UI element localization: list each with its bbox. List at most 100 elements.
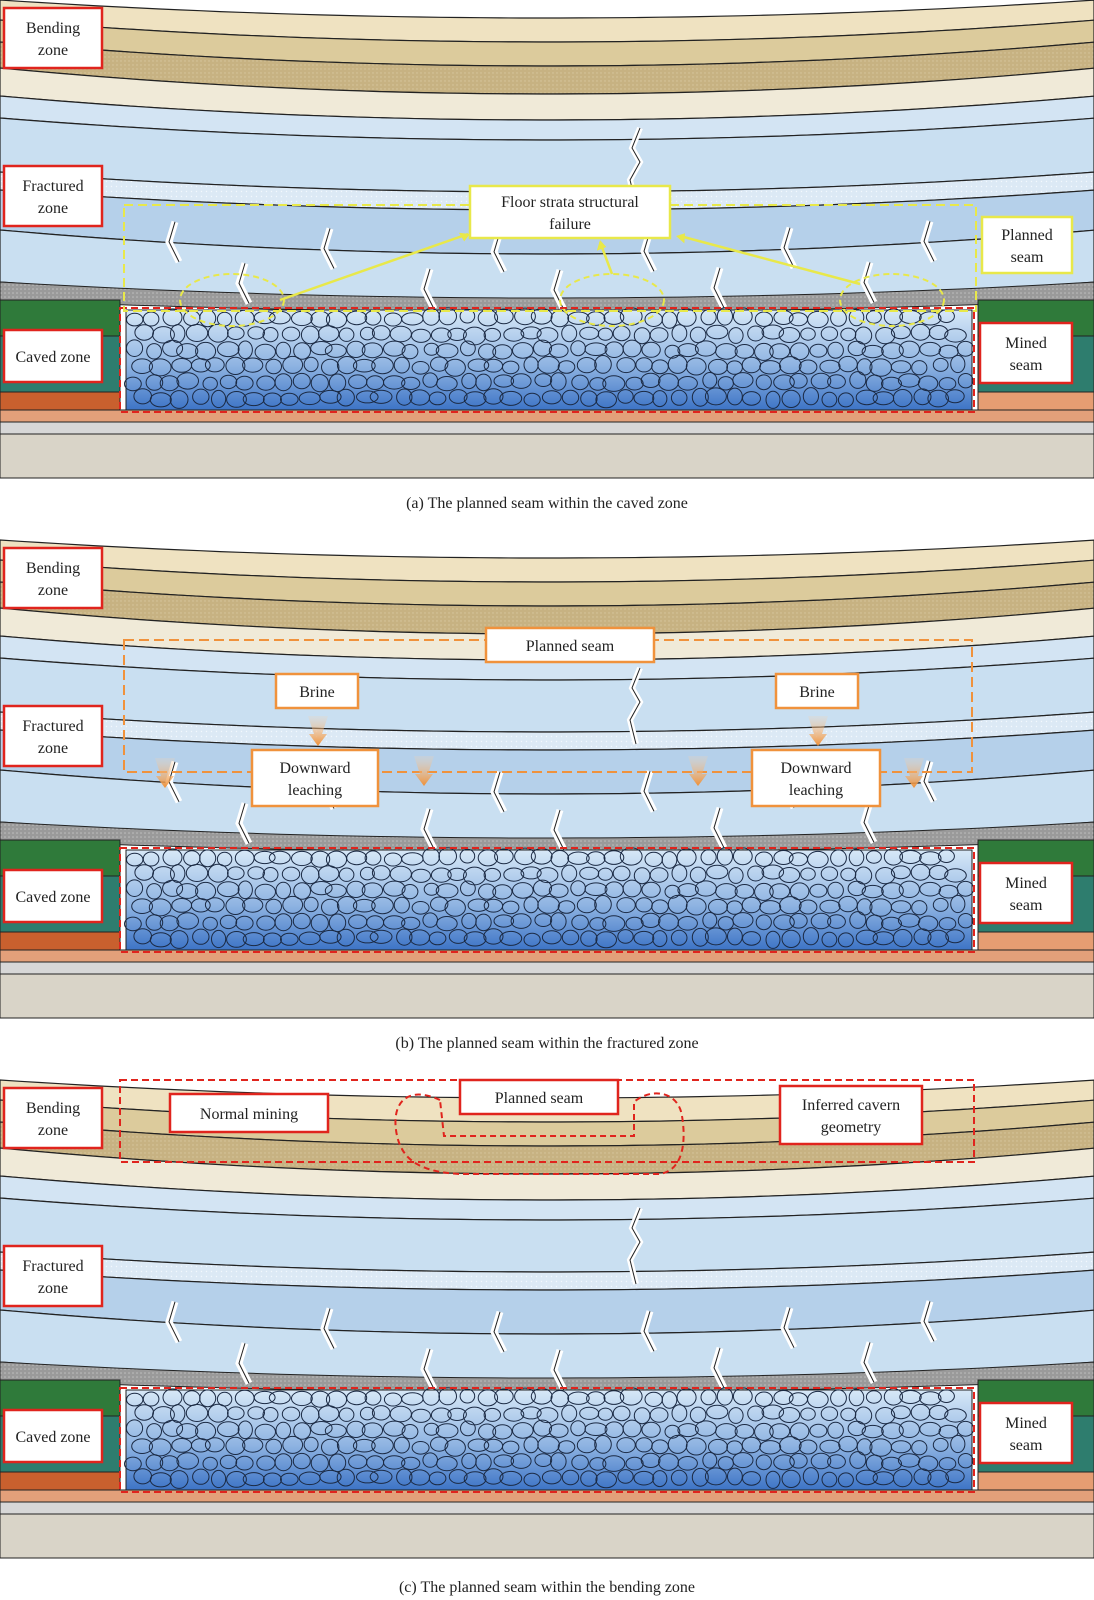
rubble-block <box>423 342 440 356</box>
rubble-block <box>755 914 772 931</box>
brine-left-label-box <box>274 672 360 710</box>
floor-layer <box>977 1471 1094 1493</box>
rubble-block <box>149 392 172 408</box>
rubble-block <box>338 867 355 882</box>
rubble-block <box>159 1455 180 1472</box>
rubble-block <box>438 1387 458 1406</box>
rubble-block <box>361 1422 384 1439</box>
rubble-block <box>336 1436 358 1455</box>
rubble-block <box>807 310 829 329</box>
rubble-block <box>664 1424 681 1439</box>
floor-failure-label-box <box>468 184 672 240</box>
leaching-right-label-box <box>750 748 882 808</box>
rubble-block <box>807 1390 829 1409</box>
rubble-block <box>927 389 950 408</box>
rubble-block <box>176 912 199 930</box>
rubble-block <box>346 310 368 326</box>
rubble-block <box>275 1421 292 1440</box>
rubble-block <box>280 932 299 946</box>
rubble-block <box>677 376 698 391</box>
rubble-block <box>541 1470 562 1485</box>
rubble-block <box>483 928 504 945</box>
rubble-block <box>670 1469 688 1486</box>
rubble-block <box>881 342 904 360</box>
rubble-block <box>830 1389 847 1407</box>
rubble-block <box>847 340 866 357</box>
floor-layer <box>0 1471 121 1493</box>
rubble-block <box>369 1469 393 1484</box>
cavern-geometry-label-text: geometry <box>821 1119 881 1136</box>
fracture-crack-edge <box>923 761 935 802</box>
rubble-block <box>492 344 513 360</box>
rubble-block <box>190 1438 211 1453</box>
rubble-block <box>253 1390 276 1405</box>
rubble-block <box>423 882 440 896</box>
rubble-block <box>602 915 626 932</box>
brine-left-label: Brine <box>274 672 360 710</box>
rubble-block <box>677 1423 699 1438</box>
mined-seam-label-text: seam <box>1010 357 1043 374</box>
inferred-cavern-outline <box>394 1092 685 1175</box>
rubble-block <box>932 357 949 372</box>
rubble-block <box>932 1437 949 1452</box>
rubble-block <box>702 1452 718 1469</box>
fracture-crack-edge <box>713 1347 725 1389</box>
fracture-crack-edge <box>493 1311 505 1353</box>
rubble-block <box>913 1468 932 1486</box>
rubble-block <box>652 390 668 408</box>
mined-seam-label-text: seam <box>1010 897 1043 914</box>
normal-mining-label-text: Normal mining <box>200 1106 298 1123</box>
rubble-block <box>534 913 553 928</box>
rubble-block <box>652 1470 668 1488</box>
fracture-crack-edge <box>713 267 725 309</box>
failure-circle <box>839 273 945 327</box>
fractured-zone-label-text: Fractured <box>22 1258 83 1275</box>
fracture-crack-edge <box>783 227 795 268</box>
rubble-block <box>502 360 520 375</box>
rubble-block <box>827 881 844 899</box>
rubble-block <box>734 1424 755 1439</box>
floor-base <box>0 973 1094 1019</box>
rubble-block <box>303 356 319 373</box>
rubble-block <box>778 327 801 343</box>
mined-seam-label-text: Mined <box>1005 335 1047 352</box>
rubble-block <box>274 373 293 392</box>
rubble-block <box>364 850 382 866</box>
rubble-block <box>235 915 254 931</box>
rubble-block <box>685 1437 707 1456</box>
rubble-block <box>430 896 449 912</box>
fracture-crack-edge <box>168 1301 180 1343</box>
rubble-block <box>393 896 410 914</box>
rubble-block <box>550 372 567 391</box>
rubble-block <box>483 1468 504 1485</box>
planned-seam-label: Planned seam <box>458 1078 620 1116</box>
rubble-block <box>584 342 608 357</box>
rubble-block <box>580 1470 598 1487</box>
rubble-block <box>292 912 311 930</box>
rubble-block <box>448 389 468 404</box>
brine-right-label-text: Brine <box>799 684 835 701</box>
rubble-block <box>700 1389 717 1406</box>
rubble-block <box>769 1423 791 1440</box>
rubble-block <box>356 930 379 944</box>
panel-caption: (c) The planned seam within the bending … <box>399 1579 695 1596</box>
rubble-block <box>523 1472 541 1487</box>
rubble-block <box>430 327 452 343</box>
rubble-block <box>576 897 597 914</box>
rubble-block <box>393 1436 410 1454</box>
rubble-block <box>928 865 949 880</box>
rubble-block <box>435 343 459 359</box>
fracture-crack-edge <box>863 262 875 303</box>
rubble-block <box>541 930 562 945</box>
rubble-block <box>649 327 669 343</box>
rubble-block <box>217 881 240 898</box>
rubble-block <box>336 1468 355 1487</box>
rubble-block <box>502 900 520 915</box>
rubble-block <box>478 1423 497 1440</box>
rubble-block <box>356 1470 379 1484</box>
caved-zone-outline <box>119 847 975 953</box>
fracture-crack-edge <box>643 771 655 812</box>
rubble-block <box>534 1453 553 1468</box>
